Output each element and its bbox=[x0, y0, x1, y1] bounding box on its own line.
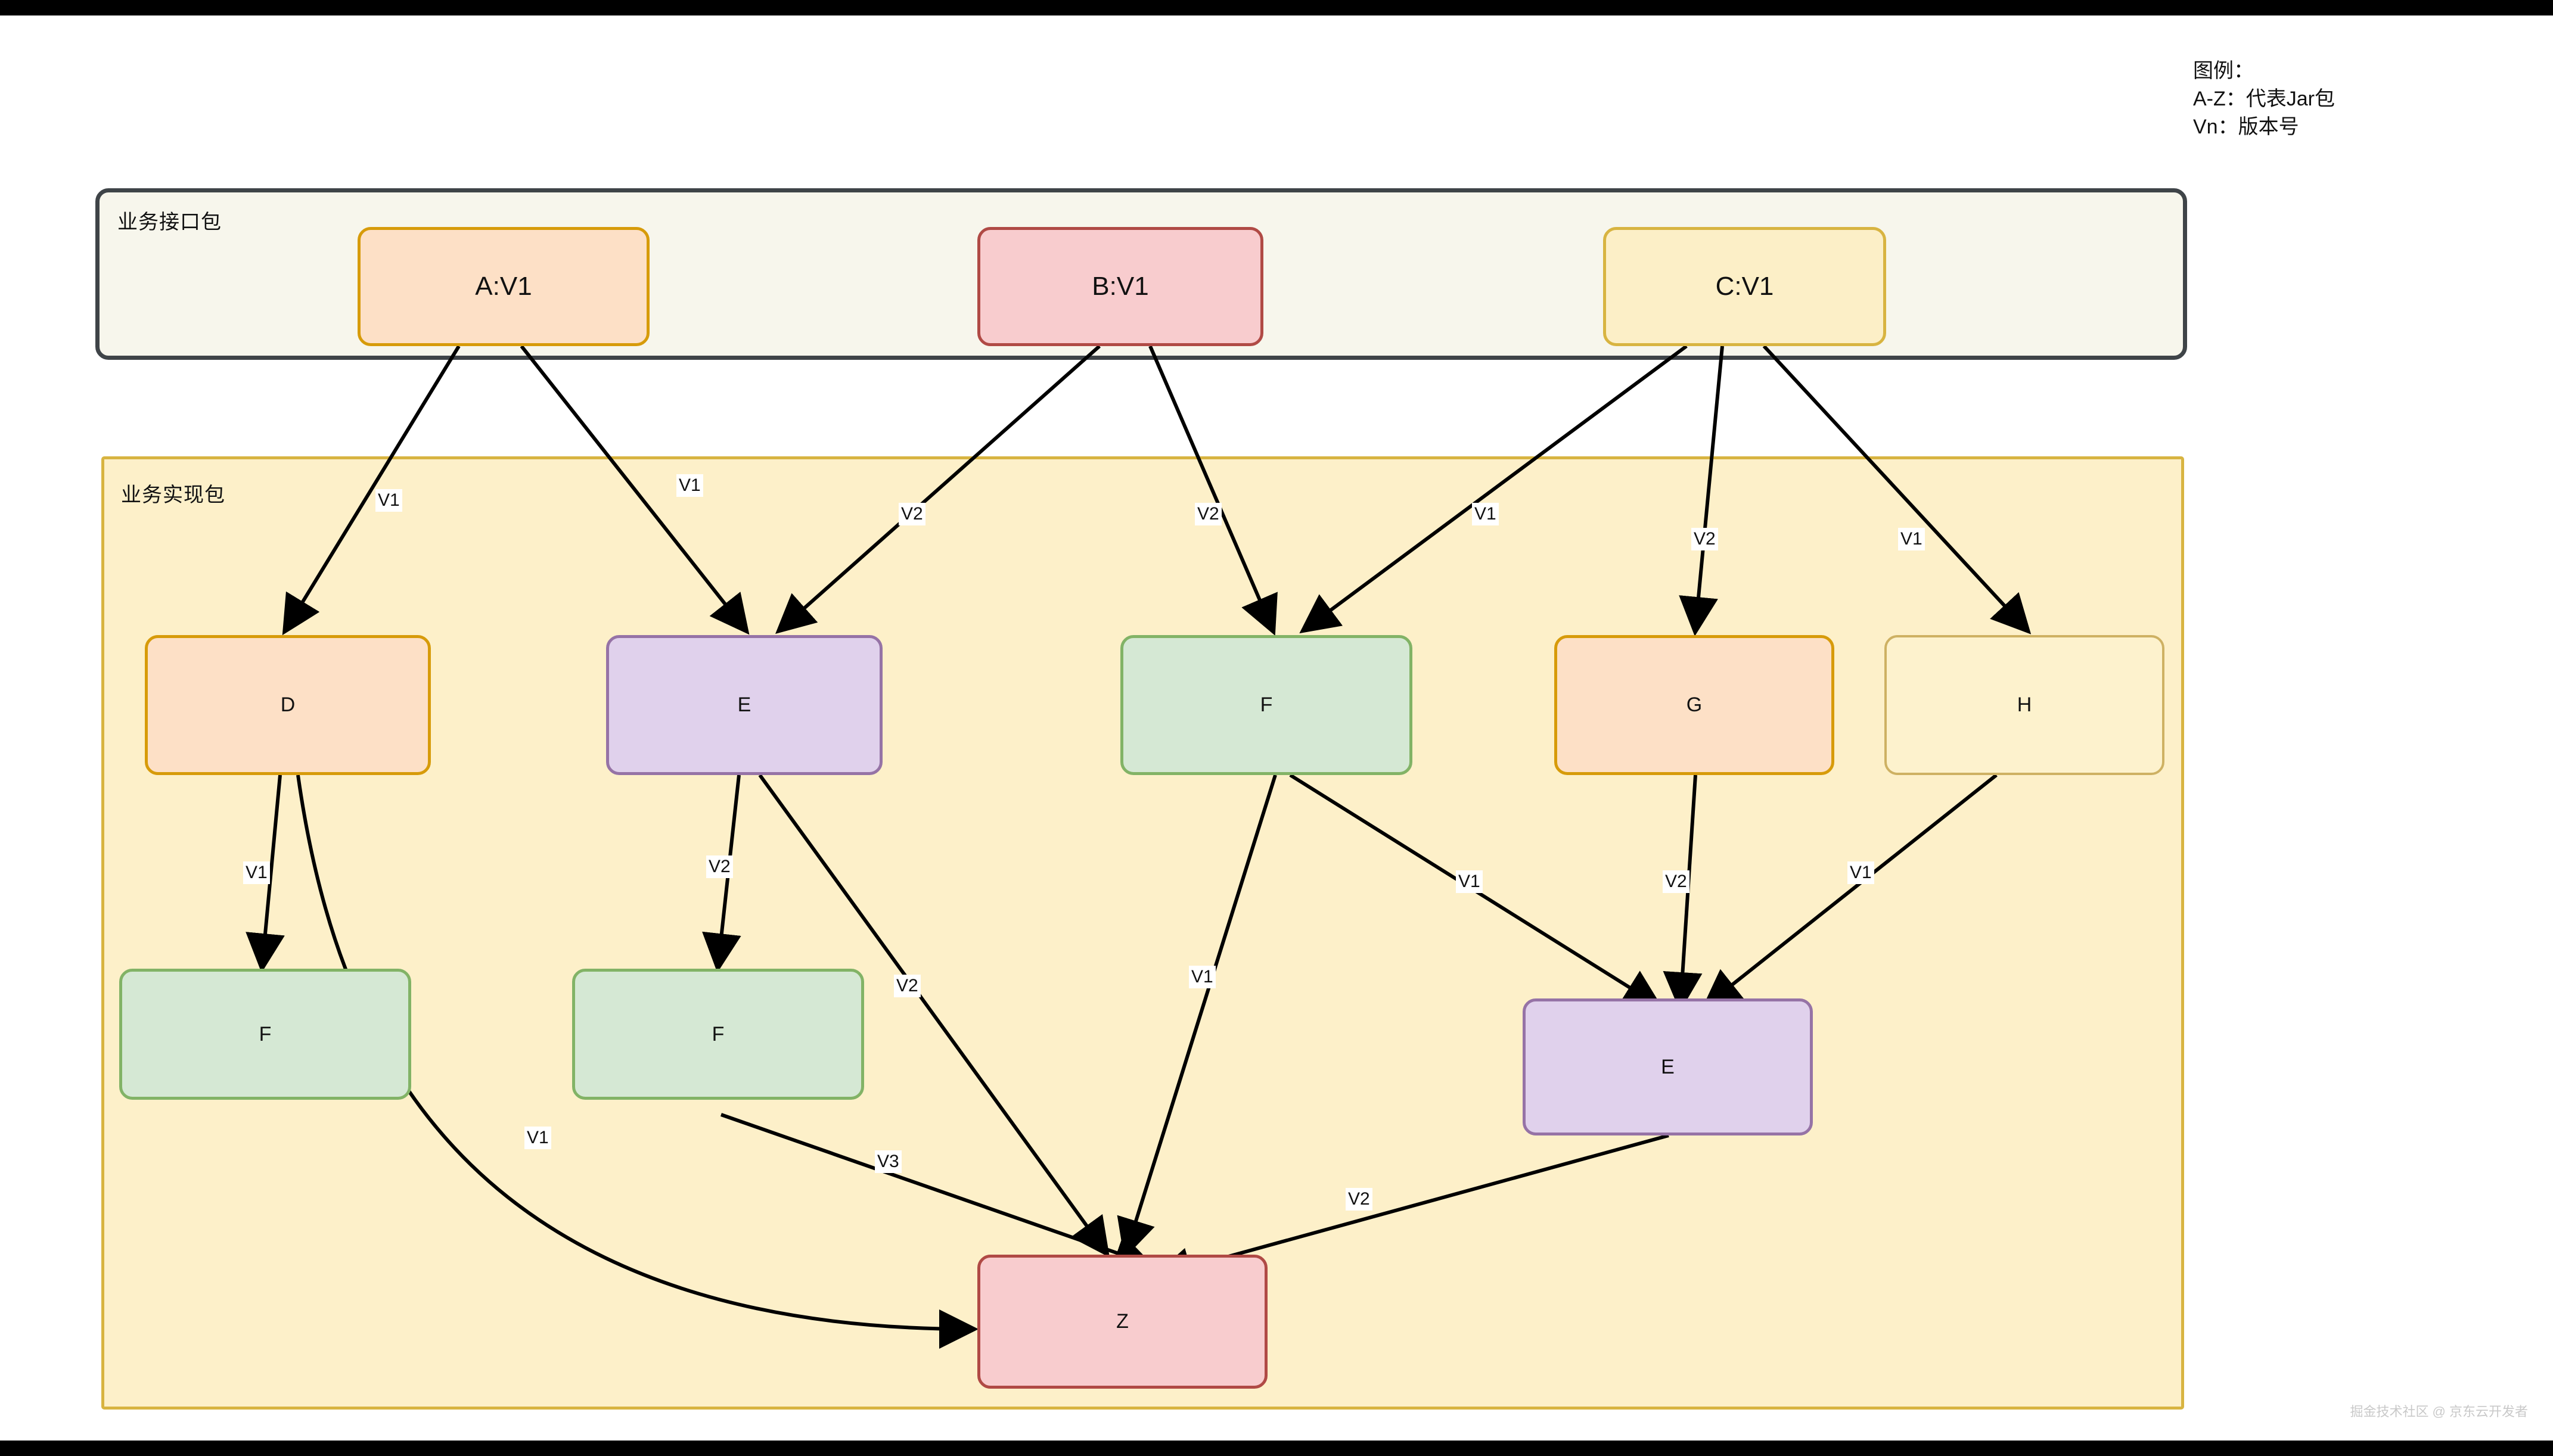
group-impl-label: 业务实现包 bbox=[121, 484, 225, 506]
node-d-label: D bbox=[280, 693, 296, 716]
node-z[interactable]: Z bbox=[977, 1255, 1268, 1389]
node-z-label: Z bbox=[1116, 1310, 1129, 1333]
edge-label-d-to-fleft: V1 bbox=[243, 861, 270, 884]
edge-label-c-to-h: V1 bbox=[1898, 528, 1925, 550]
edge-label-fcenter-to-z: V3 bbox=[875, 1150, 902, 1173]
node-f-center-label: F bbox=[712, 1022, 725, 1046]
edge-label-e-to-fcenter: V2 bbox=[706, 855, 733, 878]
node-f-center[interactable]: F bbox=[572, 969, 864, 1100]
node-e-mid[interactable]: E bbox=[606, 635, 883, 775]
edge-label-b-to-e: V2 bbox=[899, 503, 925, 525]
node-g[interactable]: G bbox=[1554, 635, 1834, 775]
node-a-v1-label: A:V1 bbox=[475, 272, 532, 301]
edge-label-c-to-g: V2 bbox=[1691, 528, 1718, 550]
node-e-bottom-label: E bbox=[1661, 1055, 1675, 1078]
node-c-v1-label: C:V1 bbox=[1715, 272, 1774, 301]
legend-line-az: A-Z：代表Jar包 bbox=[2193, 87, 2335, 110]
legend: 图例： A-Z：代表Jar包 Vn：版本号 bbox=[2193, 57, 2335, 141]
group-interface-label: 业务接口包 bbox=[117, 211, 222, 234]
edge-label-a-to-d: V1 bbox=[375, 489, 402, 512]
edge-label-b-to-f: V2 bbox=[1195, 503, 1222, 525]
node-e-bottom[interactable]: E bbox=[1523, 998, 1813, 1135]
node-d[interactable]: D bbox=[145, 635, 431, 775]
node-g-label: G bbox=[1686, 693, 1703, 716]
node-a-v1[interactable]: A:V1 bbox=[358, 227, 650, 346]
node-h-label: H bbox=[2017, 693, 2032, 716]
edge-label-ebottom-to-z: V2 bbox=[1346, 1188, 1372, 1211]
node-b-v1[interactable]: B:V1 bbox=[977, 227, 1263, 346]
node-c-v1[interactable]: C:V1 bbox=[1603, 227, 1886, 346]
edge-label-g-to-ebottom: V2 bbox=[1663, 870, 1689, 893]
legend-line-vn: Vn：版本号 bbox=[2193, 115, 2299, 138]
node-e-mid-label: E bbox=[737, 693, 751, 716]
node-f-mid-label: F bbox=[1260, 693, 1273, 716]
node-f-left[interactable]: F bbox=[119, 969, 411, 1100]
node-b-v1-label: B:V1 bbox=[1092, 272, 1149, 301]
edge-label-a-to-e: V1 bbox=[676, 474, 703, 497]
node-f-left-label: F bbox=[259, 1022, 272, 1046]
edge-label-f-to-ebottom: V1 bbox=[1456, 870, 1483, 893]
edge-label-h-to-ebottom: V1 bbox=[1847, 861, 1874, 884]
node-h[interactable]: H bbox=[1884, 635, 2164, 775]
legend-title: 图例： bbox=[2193, 60, 2254, 82]
node-f-mid[interactable]: F bbox=[1120, 635, 1412, 775]
edge-label-e-to-z: V2 bbox=[894, 975, 921, 997]
watermark: 掘金技术社区 @ 京东云开发者 bbox=[2350, 1404, 2528, 1419]
diagram-canvas: 业务接口包 业务实现包 A:V1 B:V1 C:V1 D E F G H bbox=[0, 15, 2553, 1441]
edge-label-f-to-z: V1 bbox=[1189, 966, 1216, 988]
edge-label-d-to-z: V1 bbox=[524, 1127, 551, 1149]
edge-label-c-to-f: V1 bbox=[1472, 503, 1499, 525]
